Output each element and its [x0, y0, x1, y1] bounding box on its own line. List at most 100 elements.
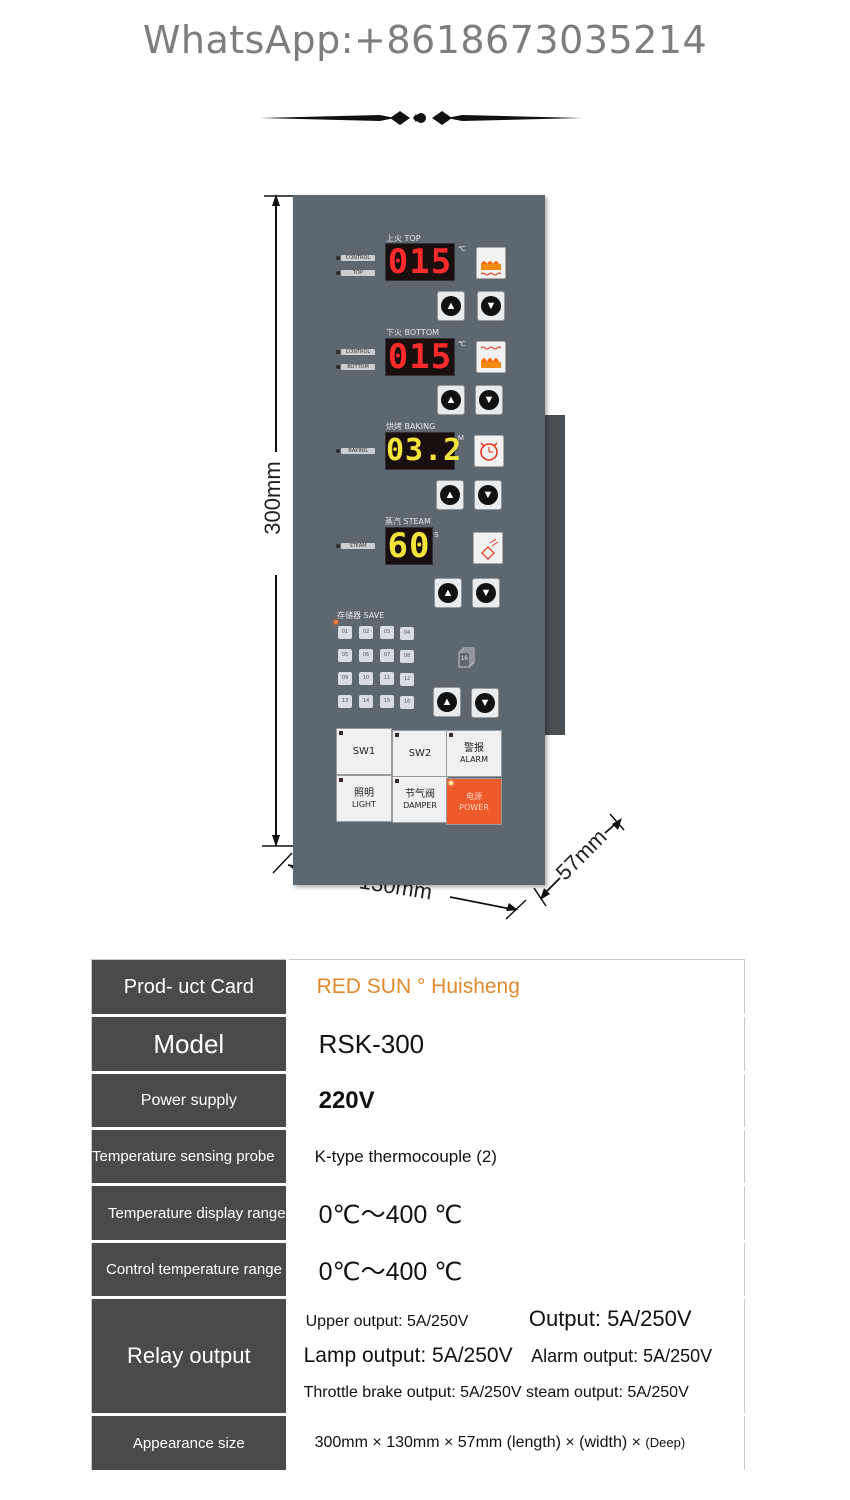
product-card-label: Prod- uct Card	[91, 959, 289, 1016]
control-range-label: Control temperature range	[91, 1241, 289, 1298]
control-tag: CONTROL	[341, 255, 375, 261]
sw2-led	[395, 733, 399, 737]
relay-output-label: Relay output	[91, 1297, 289, 1415]
save-active-led	[334, 620, 338, 624]
alarm-button[interactable]: 警报 ALARM	[446, 730, 502, 777]
save-key-06[interactable]: 06	[359, 649, 373, 662]
relay-upper-output: Upper output: 5A/250V	[305, 1313, 469, 1330]
baking-up-button[interactable]: ▲	[436, 480, 464, 510]
steam-tag: STEAM	[341, 543, 375, 549]
probe-label: Temperature sensing probe	[91, 1128, 289, 1185]
height-dimension-line	[262, 194, 298, 847]
control-tag: CONTROL	[341, 349, 375, 355]
baking-time-display: 03.2	[385, 432, 463, 470]
steam-led	[336, 544, 340, 548]
relay-output: Output: 5A/250V	[528, 1306, 692, 1331]
table-row: Control temperature range 0℃～400 ℃	[91, 1241, 746, 1298]
save-section-label: 存储器 SAVE	[337, 611, 385, 620]
top-down-button[interactable]: ▼	[477, 291, 505, 321]
save-key-16[interactable]: 16	[400, 696, 414, 709]
save-key-07[interactable]: 07	[380, 649, 394, 662]
relay-throttle-steam-output: Throttle brake output: 5A/250V steam out…	[303, 1384, 689, 1401]
down-arrow-icon: ▼	[479, 390, 499, 410]
steam-time-display: 60	[385, 527, 433, 565]
save-key-10[interactable]: 10	[359, 672, 373, 685]
table-row: Relay output Upper output: 5A/250V Outpu…	[91, 1297, 746, 1415]
baking-section-label: 烘烤 BAKING	[386, 422, 436, 431]
display-range-value: 0℃～400 ℃	[286, 1184, 746, 1242]
down-arrow-icon: ▼	[481, 296, 501, 316]
baking-led	[336, 449, 340, 453]
table-row: Model RSK-300	[91, 1015, 746, 1073]
save-key-12[interactable]: 12	[400, 673, 414, 686]
up-arrow-icon: ▲	[437, 692, 457, 712]
sw1-led	[339, 731, 343, 735]
top-up-button[interactable]: ▲	[437, 291, 465, 321]
baking-tag: BAKING	[341, 448, 375, 454]
save-up-button[interactable]: ▲	[433, 687, 461, 717]
steam-unit: S	[434, 532, 439, 539]
light-label-cn: 照明	[354, 787, 374, 799]
alarm-label-en: ALARM	[459, 754, 489, 764]
table-row: Prod- uct Card RED SUN ° Huisheng	[91, 959, 746, 1016]
down-arrow-icon: ▼	[476, 583, 496, 603]
bottom-temperature-display: 015	[385, 338, 455, 376]
save-key-02[interactable]: 02	[359, 626, 373, 639]
down-arrow-icon: ▼	[478, 485, 498, 505]
bottom-heat-icon[interactable]	[476, 341, 506, 373]
light-button[interactable]: 照明 LIGHT	[336, 775, 392, 822]
power-led	[449, 781, 453, 785]
baking-down-button[interactable]: ▼	[474, 480, 502, 510]
steam-down-button[interactable]: ▼	[472, 578, 500, 608]
table-row: Appearance size 300mm × 130mm × 57mm (le…	[91, 1414, 746, 1472]
alarm-label-cn: 警报	[464, 742, 484, 754]
memory-pages-count: 16	[461, 656, 468, 662]
save-down-button[interactable]: ▼	[471, 688, 499, 718]
down-arrow-icon: ▼	[475, 693, 495, 713]
steam-icon[interactable]	[473, 532, 503, 564]
appearance-size-depth: (Deep)	[645, 1435, 686, 1450]
damper-button[interactable]: 节气阀 DAMPER	[392, 776, 448, 823]
sw1-button[interactable]: SW1	[336, 728, 392, 775]
damper-led	[395, 779, 399, 783]
save-key-08[interactable]: 08	[400, 650, 414, 663]
light-label-en: LIGHT	[352, 799, 376, 809]
appearance-size-text: 300mm × 130mm × 57mm (length) × (width) …	[314, 1434, 646, 1451]
sw2-button[interactable]: SW2	[392, 730, 448, 777]
save-key-15[interactable]: 15	[380, 695, 394, 708]
control-led	[336, 350, 340, 354]
brand-value: RED SUN ° Huisheng	[286, 959, 746, 1016]
bottom-down-button[interactable]: ▼	[475, 385, 503, 415]
top-led	[336, 271, 340, 275]
control-led	[336, 256, 340, 260]
table-row: Temperature display range 0℃～400 ℃	[91, 1184, 746, 1242]
model-value: RSK-300	[286, 1015, 746, 1073]
top-section-label: 上火 TOP	[386, 234, 421, 243]
bottom-unit: ℃	[458, 341, 466, 348]
save-key-01[interactable]: 01	[338, 626, 352, 639]
steam-up-button[interactable]: ▲	[434, 578, 462, 608]
bottom-section-label: 下火 BOTTOM	[386, 328, 440, 337]
alarm-clock-icon[interactable]	[474, 435, 504, 467]
model-label: Model	[91, 1015, 289, 1073]
divider-ornament-icon	[260, 111, 582, 125]
top-heat-icon[interactable]	[476, 247, 506, 279]
watermark-text: WhatsApp:+8618673035214	[142, 18, 708, 62]
save-key-03[interactable]: 03	[380, 626, 394, 639]
save-key-14[interactable]: 14	[359, 695, 373, 708]
save-key-05[interactable]: 05	[338, 649, 352, 662]
save-key-11[interactable]: 11	[380, 672, 394, 685]
product-card-label-text: Prod- uct Card	[123, 975, 254, 998]
top-temperature-display: 015	[385, 243, 455, 281]
sw2-label: SW2	[408, 748, 432, 759]
save-key-13[interactable]: 13	[338, 695, 352, 708]
save-key-09[interactable]: 09	[338, 672, 352, 685]
table-row: Power supply 220V	[91, 1072, 746, 1129]
alarm-led	[449, 733, 453, 737]
save-key-04[interactable]: 04	[400, 627, 414, 640]
steam-section-label: 蒸汽 STEAM	[385, 517, 431, 526]
power-label-en: POWER	[459, 802, 489, 812]
power-supply-value: 220V	[286, 1072, 746, 1129]
power-button[interactable]: 电源 POWER	[446, 778, 502, 825]
bottom-up-button[interactable]: ▲	[437, 385, 465, 415]
